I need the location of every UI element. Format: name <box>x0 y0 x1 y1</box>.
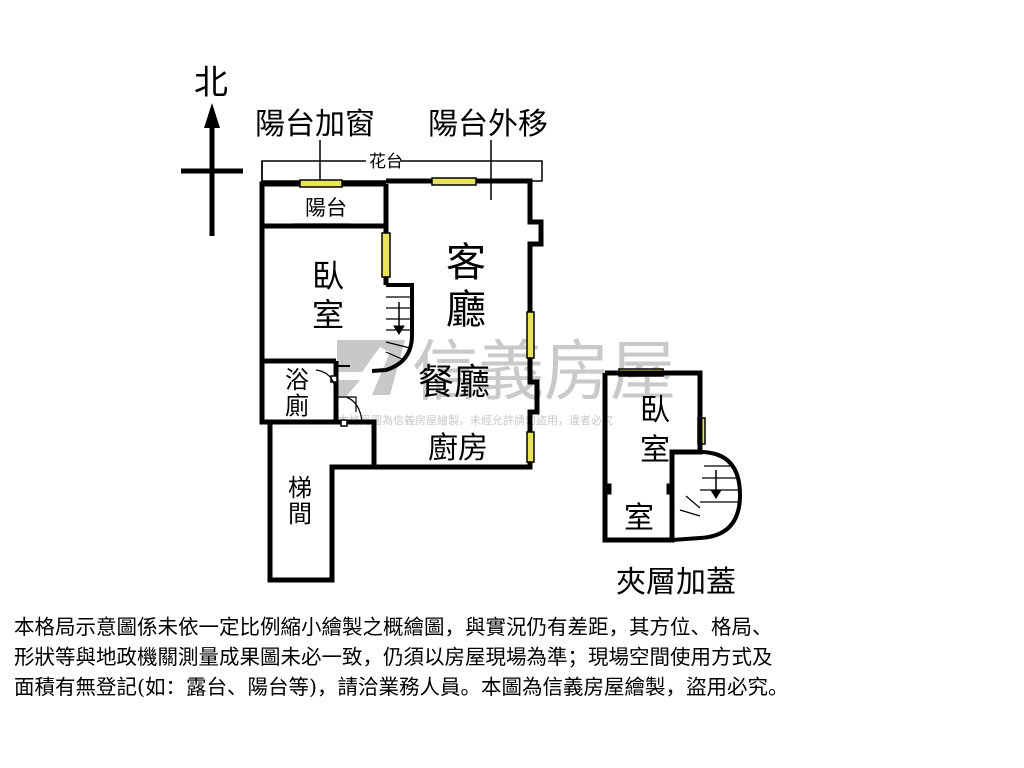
room-label-bath-1: 浴 <box>285 366 309 394</box>
room-label-planter: 花台 <box>369 152 403 172</box>
watermark-logo-icon <box>337 340 405 398</box>
watermark-notice: 本格局圖為信義房屋繪製，未經允許請勿盜用，違者必究 <box>338 413 613 427</box>
disclaimer-line-2: 形狀等與地政機關測量成果圖未必一致，仍須以房屋現場為準；現場空間使用方式及 <box>14 645 773 669</box>
disclaimer-text: 本格局示意圖係未依一定比例縮小繪製之概繪圖，與實況仍有差距，其方位、格局、 形狀… <box>14 612 1014 702</box>
room-label-kitchen: 廚房 <box>428 431 488 466</box>
annotation-loft-addition: 夾層加蓋 <box>616 565 736 600</box>
annotation-balcony-window: 陽台加窗 <box>255 107 375 142</box>
spiral-stair-loft <box>607 450 743 542</box>
door-marks <box>315 365 363 427</box>
watermark: 信義房屋 本格局圖為信義房屋繪製，未經允許請勿盜用，違者必究 <box>337 333 676 427</box>
loft-walls <box>602 370 703 543</box>
room-label-loft-bedroom-2: 室 <box>640 433 670 468</box>
room-label-loft-room: 室 <box>624 501 654 536</box>
room-label-balcony: 陽台 <box>305 196 347 220</box>
north-arrow-icon <box>181 103 243 236</box>
disclaimer-line-1: 本格局示意圖係未依一定比例縮小繪製之概繪圖，與實況仍有差距，其方位、格局、 <box>14 615 773 639</box>
disclaimer-line-3: 面積有無登記(如：露台、陽台等)，請洽業務人員。本圖為信義房屋繪製，盜用必究。 <box>14 675 789 699</box>
room-label-bath-2: 廁 <box>285 392 309 420</box>
room-label-stair-2: 間 <box>288 500 312 528</box>
room-label-bedroom-2: 室 <box>312 296 344 334</box>
room-label-loft-bedroom-1: 臥 <box>640 393 670 428</box>
spiral-stair-main <box>371 283 414 373</box>
room-label-bedroom-1: 臥 <box>312 257 344 295</box>
room-label-living-1: 客 <box>446 240 486 286</box>
annotation-balcony-moved-out: 陽台外移 <box>428 107 548 142</box>
room-label-living-2: 廳 <box>446 287 486 333</box>
compass-north-label: 北 <box>194 63 228 103</box>
room-label-dining: 餐廳 <box>418 362 490 403</box>
room-label-stair-1: 梯 <box>288 474 312 502</box>
